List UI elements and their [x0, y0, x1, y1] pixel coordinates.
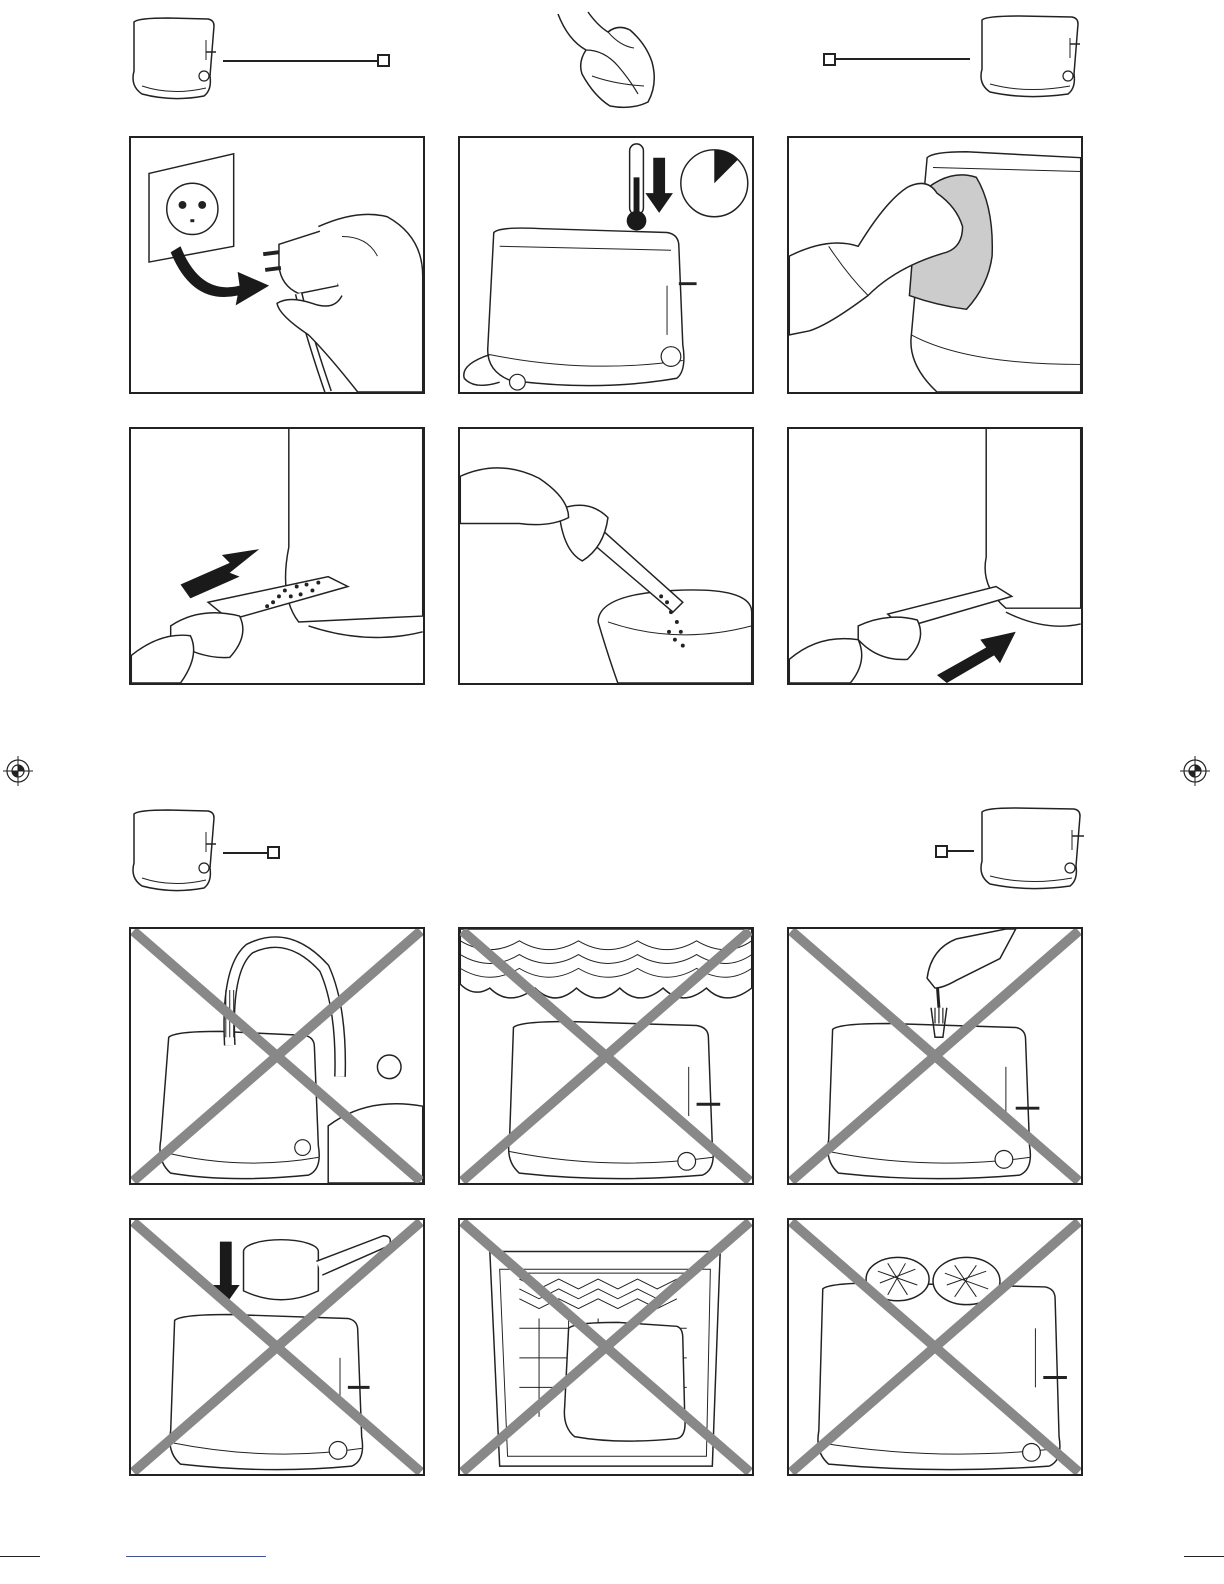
crop-rule-left [0, 1556, 40, 1557]
empty-crumb-tray-panel [458, 427, 754, 685]
unplug-toaster-panel [129, 136, 425, 394]
no-rolls-on-slots-panel [787, 1218, 1083, 1476]
no-near-curtains-panel [458, 927, 754, 1185]
registration-mark-icon [3, 756, 33, 786]
down-arrow-icon [645, 158, 673, 213]
right-arrow-icon [937, 632, 1016, 683]
crop-rule-blue [126, 1556, 266, 1557]
cleaning-cloth-icon [548, 10, 668, 116]
reinsert-crumb-tray-panel [787, 427, 1083, 685]
no-objects-on-top-panel [129, 1218, 425, 1476]
registration-mark-icon [1180, 756, 1210, 786]
two-slice-toaster-icon [128, 808, 288, 898]
left-arrow-icon [181, 549, 260, 598]
let-toaster-cool-panel [458, 136, 754, 394]
long-slot-toaster-icon [820, 14, 1090, 104]
crop-rule-right [1184, 1556, 1224, 1557]
long-slot-toaster-icon [934, 806, 1094, 896]
no-metal-utensils-panel [787, 927, 1083, 1185]
remove-crumb-tray-panel [129, 427, 425, 685]
no-dishwasher-panel [458, 1218, 754, 1476]
two-slice-toaster-icon [128, 16, 398, 106]
wipe-with-cloth-panel [787, 136, 1083, 394]
no-water-panel [129, 927, 425, 1185]
